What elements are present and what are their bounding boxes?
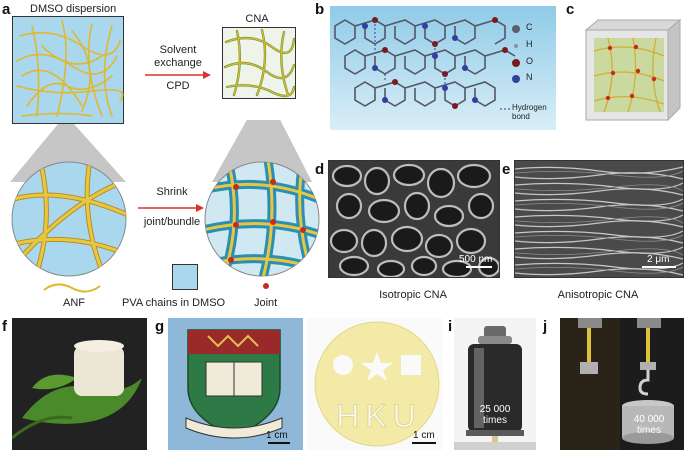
cycles-count-i: 25 000 <box>479 404 511 415</box>
cna-3d-cube <box>584 18 682 122</box>
scale-label-e: 2 μm <box>647 254 670 265</box>
cna-title: CNA <box>245 13 269 25</box>
panel-i-label: i <box>448 318 453 335</box>
pva-legend-symbol <box>172 264 198 290</box>
cycles-unit-i: times <box>483 415 507 426</box>
cycles-count-j: 40 000 <box>633 414 665 425</box>
hydrogen-bond-label-2: bond <box>512 112 530 121</box>
weight-on-aerogel-photo: 25 000 times <box>454 318 536 450</box>
dmso-dispersion-title: DMSO dispersion <box>30 3 117 15</box>
arrow1-line3: CPD <box>166 80 190 92</box>
joint-legend-symbol <box>263 283 269 289</box>
panel-f-label: f <box>2 318 7 335</box>
anf-legend-symbol <box>43 283 101 293</box>
scale-label-d: 500 nm <box>459 254 493 265</box>
zoom-cones <box>10 120 312 182</box>
arrow1-line1: Solvent <box>159 44 197 56</box>
dmso-zoom-circle <box>11 161 127 277</box>
solvent-exchange-arrow <box>145 71 211 79</box>
legend-atom-n: N <box>526 72 533 82</box>
scale-label-h: 1 cm <box>413 430 435 441</box>
scale-label-g: 1 cm <box>266 430 288 441</box>
dmso-dispersion-box <box>12 16 124 124</box>
cna-zoom-circle <box>204 161 320 277</box>
cna-box <box>222 27 296 99</box>
cycles-unit-j: times <box>637 425 661 436</box>
legend-atom-h: H <box>526 39 533 49</box>
scale-bar-e <box>642 266 676 268</box>
hku-cutout-disc-photo: HKU <box>307 318 443 450</box>
legend-atom-o: O <box>526 56 534 66</box>
molecular-structure-image <box>330 6 556 130</box>
legend-pva: PVA chains in DMSO <box>122 297 226 309</box>
arrow2-line1: Shrink <box>156 186 188 198</box>
scale-bar-h <box>412 442 436 444</box>
panel-a-label: a <box>2 1 11 18</box>
arrow1-line2: exchange <box>154 57 202 69</box>
tensile-test-photo: 40 000 times <box>560 318 684 450</box>
anisotropic-sem-image <box>514 160 684 278</box>
panel-b-label: b <box>315 1 325 18</box>
hku-letters: HKU <box>336 398 422 435</box>
hydrogen-bond-label-1: Hydrogen <box>512 103 547 112</box>
legend-atom-c: C <box>526 22 533 32</box>
hku-crest-photo <box>168 318 303 450</box>
panel-c-label: c <box>566 1 575 18</box>
scale-bar-g <box>268 442 290 444</box>
isotropic-caption: Isotropic CNA <box>379 289 447 301</box>
legend-anf: ANF <box>63 297 85 309</box>
legend-joint: Joint <box>254 297 278 309</box>
shrink-arrow <box>138 204 204 212</box>
panel-d-label: d <box>315 161 325 178</box>
panel-g-label: g <box>155 318 165 335</box>
isotropic-sem-image <box>328 160 500 278</box>
arrow2-line2: joint/bundle <box>143 216 201 228</box>
aerogel-on-leaf-photo <box>12 318 147 450</box>
panel-e-label: e <box>502 161 511 178</box>
anisotropic-caption: Anisotropic CNA <box>557 289 639 301</box>
scale-bar-d <box>466 266 492 268</box>
panel-j-label: j <box>543 318 548 335</box>
